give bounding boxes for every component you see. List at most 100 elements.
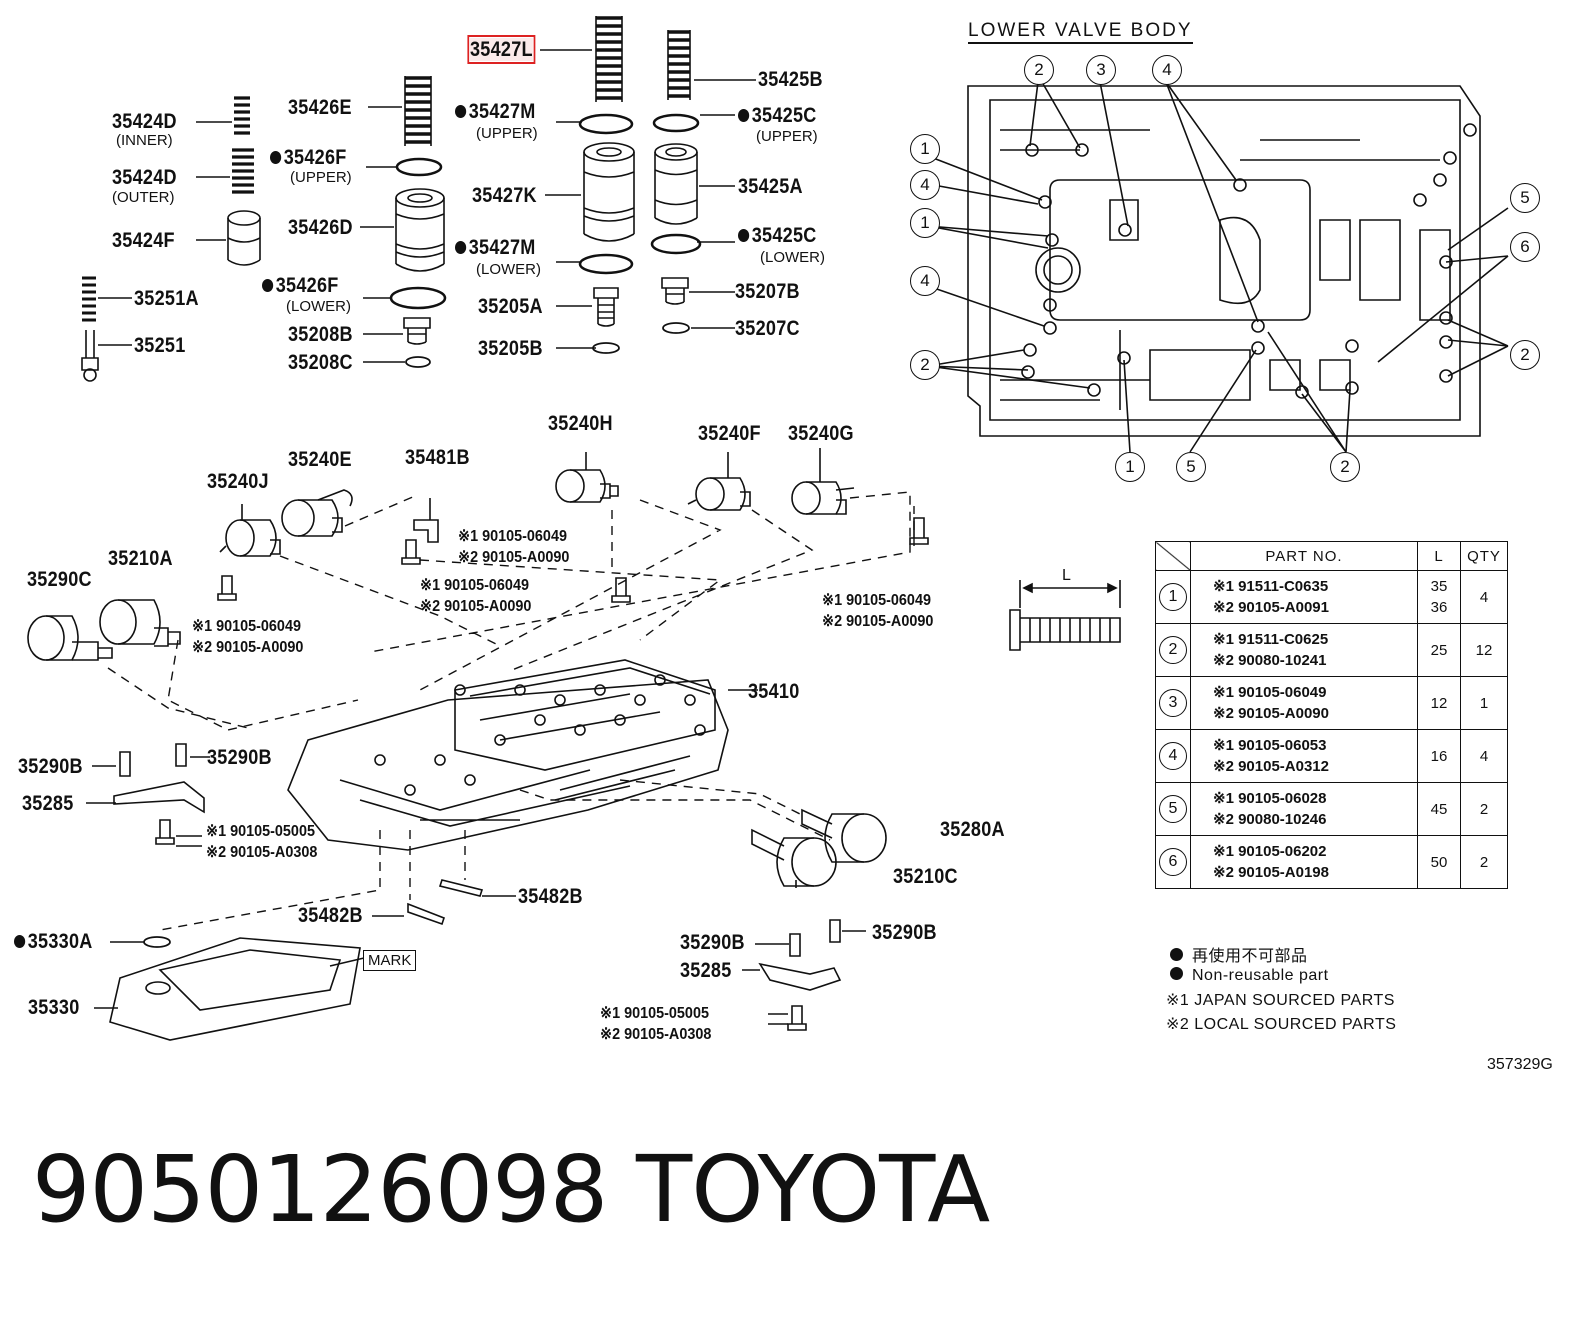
part-label-35426f-lower: 35426F xyxy=(262,274,339,298)
brand-title: TOYOTA xyxy=(636,1136,990,1243)
solenoid-35240j xyxy=(219,504,281,557)
part-label-35426e: 35426E xyxy=(288,96,352,119)
label-upper: (UPPER) xyxy=(476,125,538,142)
bolt-callout: ※1 90105-06049※2 90105-A0090 xyxy=(192,618,304,656)
bolt-callout: ※1 90105-05005※2 90105-A0308 xyxy=(206,823,318,861)
label-upper: (UPPER) xyxy=(290,169,352,186)
part-label-35290c: 35290C xyxy=(27,568,92,591)
row-part-numbers: ※1 90105-06049※2 90105-A0090 xyxy=(1190,676,1418,730)
solenoid-35240f xyxy=(687,452,751,511)
part-label-35482b: 35482B xyxy=(298,904,363,927)
label-inner: (INNER) xyxy=(116,132,173,149)
ref-circle: 1 xyxy=(1159,583,1187,611)
row-length: 25 xyxy=(1417,623,1461,677)
non-reusable-dot xyxy=(455,105,467,118)
part-label-35205b: 35205B xyxy=(478,337,543,360)
row-qty: 1 xyxy=(1460,676,1508,730)
sleeve-35425a xyxy=(654,143,698,225)
ref-circle: 6 xyxy=(1159,848,1187,876)
row-ref: 6 xyxy=(1155,835,1191,889)
part-label-35240g: 35240G xyxy=(788,422,854,445)
row-length: 45 xyxy=(1417,782,1461,836)
row-ref: 4 xyxy=(1155,729,1191,783)
part-label-35424d-outer: 35424D xyxy=(112,166,177,189)
part-label-35424f: 35424F xyxy=(112,229,175,252)
part-label-35251: 35251 xyxy=(134,334,186,357)
bolt-icons xyxy=(155,517,929,1031)
callout-4: 4 xyxy=(910,266,940,296)
part-label-35251a: 35251A xyxy=(134,287,199,310)
part-label-35481b: 35481B xyxy=(405,446,470,469)
label-lower: (LOWER) xyxy=(760,249,825,266)
part-label-35290b: 35290B xyxy=(680,931,745,954)
non-reusable-dot xyxy=(1170,967,1183,980)
non-reusable-dot xyxy=(1170,948,1183,961)
part-label-35427k: 35427K xyxy=(472,184,537,207)
part-label-35290b: 35290B xyxy=(18,755,83,778)
part-label-35207b: 35207B xyxy=(735,280,800,303)
bracket-35481b xyxy=(413,498,439,543)
row-part-numbers: ※1 91511-C0625※2 90080-10241 xyxy=(1190,623,1418,677)
ref-circle: 2 xyxy=(1159,636,1187,664)
part-label-35426d: 35426D xyxy=(288,216,353,239)
row-qty: 2 xyxy=(1460,782,1508,836)
part-label-35205a: 35205A xyxy=(478,295,543,318)
callout-5: 5 xyxy=(1510,183,1540,213)
legend-non-reusable-jp: 再使用不可部品 xyxy=(1170,942,1308,966)
row-ref: 1 xyxy=(1155,570,1191,624)
callout-1: 1 xyxy=(910,134,940,164)
row-qty: 4 xyxy=(1460,570,1508,624)
bolt-callout: ※1 90105-06049※2 90105-A0090 xyxy=(420,577,532,615)
column-header-l: L xyxy=(1417,541,1461,571)
bolt-parts-table: PART NO. L QTY 1※1 91511-C0635※2 90105-A… xyxy=(1155,541,1508,889)
row-part-numbers: ※1 90105-06028※2 90080-10246 xyxy=(1190,782,1418,836)
row-qty: 12 xyxy=(1460,623,1508,677)
ref-circle: 5 xyxy=(1159,795,1187,823)
legend-non-reusable: Non-reusable part xyxy=(1170,967,1329,985)
callout-1: 1 xyxy=(910,208,940,238)
pin-35251 xyxy=(81,330,99,382)
spring-35424d-inner xyxy=(234,96,250,135)
part-label-35410: 35410 xyxy=(748,680,800,703)
part-label-35482b: 35482B xyxy=(518,885,583,908)
column-header-part-no: PART NO. xyxy=(1190,541,1418,571)
solenoid-35240g xyxy=(791,448,855,515)
part-label-35210a: 35210A xyxy=(108,547,173,570)
valve-body-35410 xyxy=(287,659,729,851)
figure-code: 357329G xyxy=(1487,1056,1553,1073)
part-label-35425c-upper: 35425C xyxy=(738,104,817,128)
dimension-bolt xyxy=(1009,580,1121,651)
bolt-callout: ※1 90105-05005※2 90105-A0308 xyxy=(600,1005,712,1043)
non-reusable-dot xyxy=(262,279,274,292)
plug-35205a xyxy=(593,287,619,327)
label-upper: (UPPER) xyxy=(756,128,818,145)
solenoid-35210c xyxy=(751,828,837,888)
part-label-35208c: 35208C xyxy=(288,351,353,374)
row-ref: 2 xyxy=(1155,623,1191,677)
part-label-35330a: 35330A xyxy=(14,930,93,954)
callout-2: 2 xyxy=(1024,55,1054,85)
part-label-35424d-inner: 35424D xyxy=(112,110,177,133)
spring-35251a xyxy=(82,276,96,322)
part-label-35208b: 35208B xyxy=(288,323,353,346)
non-reusable-dot xyxy=(14,935,26,948)
row-part-numbers: ※1 91511-C0635※2 90105-A0091 xyxy=(1190,570,1418,624)
row-length: 12 xyxy=(1417,676,1461,730)
non-reusable-dot xyxy=(270,151,282,164)
solenoid-35280a xyxy=(801,808,887,863)
callout-2: 2 xyxy=(910,350,940,380)
row-length: 50 xyxy=(1417,835,1461,889)
callout-5: 5 xyxy=(1176,452,1206,482)
oil-strainer-35330 xyxy=(94,937,365,1041)
part-label-35207c: 35207C xyxy=(735,317,800,340)
callout-3: 3 xyxy=(1086,55,1116,85)
part-label-35240f: 35240F xyxy=(698,422,761,445)
part-label-35426f-upper: 35426F xyxy=(270,146,347,170)
spring-35425b xyxy=(667,30,691,100)
row-qty: 4 xyxy=(1460,729,1508,783)
dimension-label: L xyxy=(1062,567,1071,584)
label-lower: (LOWER) xyxy=(286,298,351,315)
guide-lines xyxy=(107,491,915,931)
